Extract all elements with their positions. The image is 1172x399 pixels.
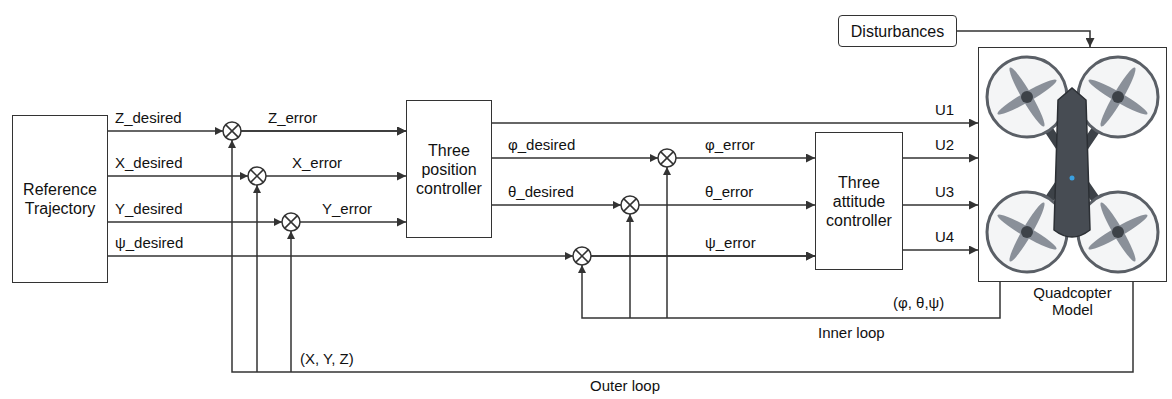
signal-label: ψ_error: [705, 234, 756, 251]
node-caption: Quadcopter Model: [1018, 284, 1128, 318]
loop-label: Outer loop: [590, 377, 660, 394]
signal-arrow: [492, 204, 815, 206]
signal-label: θ_desired: [508, 183, 574, 200]
node-label: Disturbances: [851, 22, 944, 41]
signal-arrow: [582, 256, 1000, 318]
position-controller: Three position controller: [406, 100, 492, 238]
loop-label: Inner loop: [818, 324, 885, 341]
reference-block: Reference Trajectory: [12, 115, 108, 283]
signal-label: Y_error: [322, 200, 372, 217]
signal-label: U2: [935, 136, 954, 153]
signal-arrow: [232, 131, 1133, 372]
signal-label: Z_error: [268, 109, 317, 126]
signal-label: U3: [935, 183, 954, 200]
quadcopter-model: Quadcopter Model: [978, 47, 1167, 282]
signal-label: (φ, θ,ψ): [893, 294, 944, 311]
signal-label: (X, Y, Z): [300, 350, 354, 367]
signal-arrow: [903, 204, 978, 206]
signal-label: φ_error: [705, 136, 755, 153]
signal-label: X_error: [292, 154, 342, 171]
node-label: Reference Trajectory: [19, 180, 101, 218]
signal-label: Y_desired: [115, 200, 183, 217]
signal-label: X_desired: [115, 154, 183, 171]
signal-label: U4: [935, 228, 954, 245]
signal-label: ψ_desired: [115, 234, 183, 251]
node-label: Three position controller: [411, 141, 487, 198]
node-label: Three attitude controller: [820, 173, 898, 230]
signal-label: φ_desired: [508, 136, 575, 153]
disturbance-block: Disturbances: [838, 15, 957, 47]
quadcopter-illustration: [987, 57, 1158, 272]
attitude-controller: Three attitude controller: [815, 132, 903, 270]
signal-label: Z_desired: [115, 109, 182, 126]
signal-arrow: [903, 249, 978, 251]
signal-label: θ_error: [705, 183, 753, 200]
signal-arrow: [957, 31, 1090, 47]
signal-label: U1: [935, 101, 954, 118]
signal-arrow: [903, 157, 978, 159]
signal-arrow: [492, 122, 978, 124]
